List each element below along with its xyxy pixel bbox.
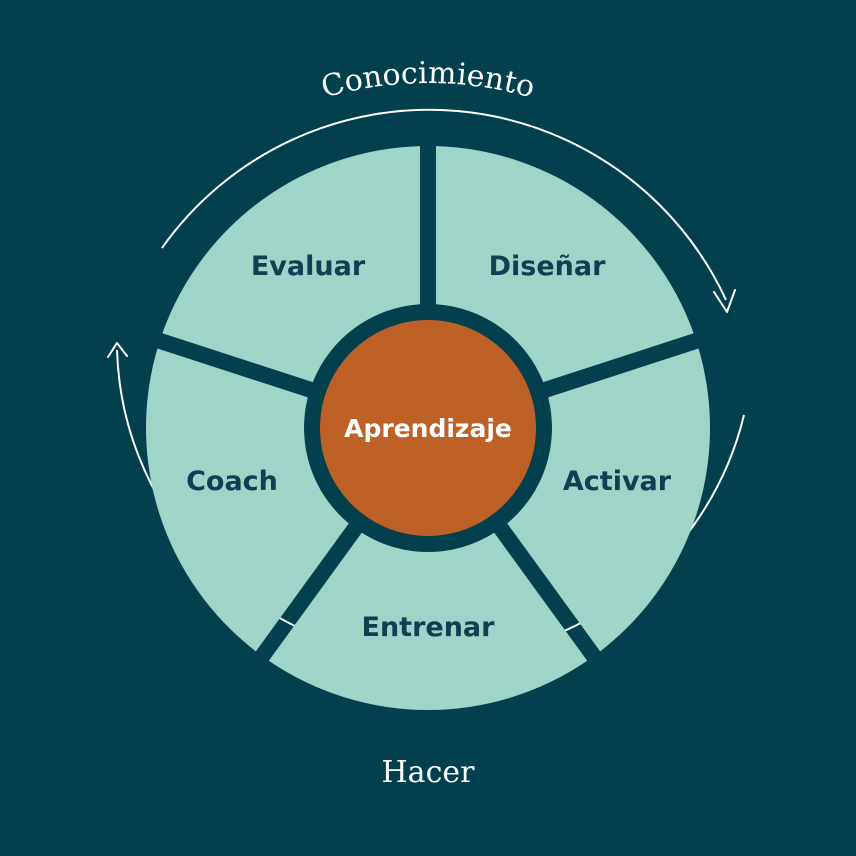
knowledge-arc	[161, 108, 727, 301]
segment-activar	[507, 348, 710, 652]
knowledge-arc-arrowhead	[713, 289, 736, 313]
segment-label-activar: Activar	[563, 466, 672, 497]
segment-label-coach: Coach	[186, 466, 278, 497]
center-label: Aprendizaje	[344, 414, 512, 443]
segment-evaluar	[162, 146, 421, 383]
segment-label-evaluar: Evaluar	[251, 251, 366, 282]
segment-ring	[146, 146, 710, 710]
segment-disenar	[435, 146, 694, 383]
segment-label-entrenar: Entrenar	[362, 612, 496, 643]
segment-coach	[146, 348, 349, 652]
outer-label-bottom: Hacer	[382, 755, 476, 790]
doing-arc-arrowhead	[107, 342, 128, 358]
segment-label-disenar: Diseñar	[489, 251, 606, 282]
segment-entrenar	[268, 532, 588, 710]
outer-label-top-text: Conocimiento	[318, 56, 539, 106]
outer-label-top: Conocimiento	[318, 56, 539, 106]
center-circle	[320, 320, 536, 536]
